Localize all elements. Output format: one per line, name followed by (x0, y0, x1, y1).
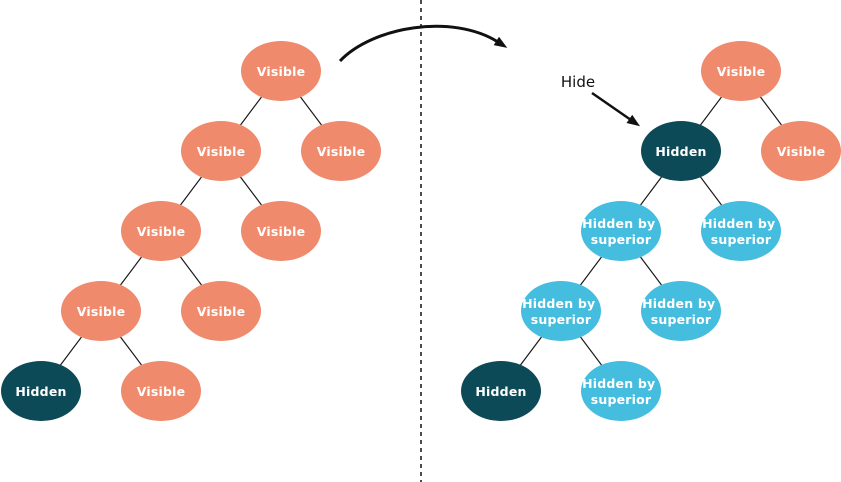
node-label: Hidden by superior (702, 216, 780, 247)
tree-node-visible: Visible (121, 201, 201, 261)
node-ellipse (181, 121, 261, 181)
hide-annotation: Hide (561, 73, 641, 127)
node-label: Visible (137, 384, 186, 399)
node-ellipse (241, 41, 321, 101)
node-ellipse (1, 361, 81, 421)
node-label: Hidden by superior (582, 376, 660, 407)
node-ellipse (581, 361, 661, 421)
node-ellipse (181, 281, 261, 341)
before-tree: Visible Visible Visible Visible Visible … (1, 41, 381, 421)
node-label: Visible (257, 224, 306, 239)
node-label: Visible (257, 64, 306, 79)
node-ellipse (241, 201, 321, 261)
transform-arrow-icon (338, 24, 508, 63)
tree-node-hidden-by-superior: Hidden by superior (641, 281, 721, 341)
tree-node-hidden-by-superior: Hidden by superior (581, 201, 661, 261)
node-ellipse (641, 281, 721, 341)
tree-node-visible: Visible (701, 41, 781, 101)
tree-node-visible: Visible (121, 361, 201, 421)
hide-arrow-icon (591, 91, 641, 127)
tree-node-visible: Visible (181, 281, 261, 341)
node-label: Visible (77, 304, 126, 319)
tree-node-visible: Visible (241, 201, 321, 261)
node-ellipse (701, 201, 781, 261)
node-ellipse (461, 361, 541, 421)
node-ellipse (521, 281, 601, 341)
node-ellipse (701, 41, 781, 101)
tree-node-visible: Visible (181, 121, 261, 181)
node-label: Hidden by superior (522, 296, 600, 327)
hide-label: Hide (561, 73, 595, 91)
node-ellipse (121, 361, 201, 421)
tree-node-hidden-by-superior: Hidden by superior (701, 201, 781, 261)
node-label: Visible (717, 64, 766, 79)
tree-node-hidden-by-superior: Hidden by superior (521, 281, 601, 341)
node-label: Hidden by superior (582, 216, 660, 247)
tree-node-visible: Visible (761, 121, 841, 181)
node-ellipse (301, 121, 381, 181)
node-ellipse (121, 201, 201, 261)
node-label: Visible (777, 144, 826, 159)
tree-node-hidden: Hidden (461, 361, 541, 421)
tree-node-hidden-by-superior: Hidden by superior (581, 361, 661, 421)
node-ellipse (581, 201, 661, 261)
node-label: Hidden (655, 144, 706, 159)
tree-node-hidden: Hidden (641, 121, 721, 181)
after-tree-nodes: Visible Hidden Visible Hidden by superio… (461, 41, 841, 421)
node-ellipse (761, 121, 841, 181)
tree-node-visible: Visible (61, 281, 141, 341)
tree-node-hidden: Hidden (1, 361, 81, 421)
node-label: Hidden (15, 384, 66, 399)
node-ellipse (641, 121, 721, 181)
node-label: Hidden by superior (642, 296, 720, 327)
node-label: Visible (137, 224, 186, 239)
tree-node-visible: Visible (301, 121, 381, 181)
before-tree-nodes: Visible Visible Visible Visible Visible … (1, 41, 381, 421)
node-label: Visible (197, 304, 246, 319)
after-tree: Visible Hidden Visible Hidden by superio… (461, 41, 841, 421)
tree-node-visible: Visible (241, 41, 321, 101)
node-label: Visible (317, 144, 366, 159)
node-label: Visible (197, 144, 246, 159)
node-label: Hidden (475, 384, 526, 399)
node-ellipse (61, 281, 141, 341)
